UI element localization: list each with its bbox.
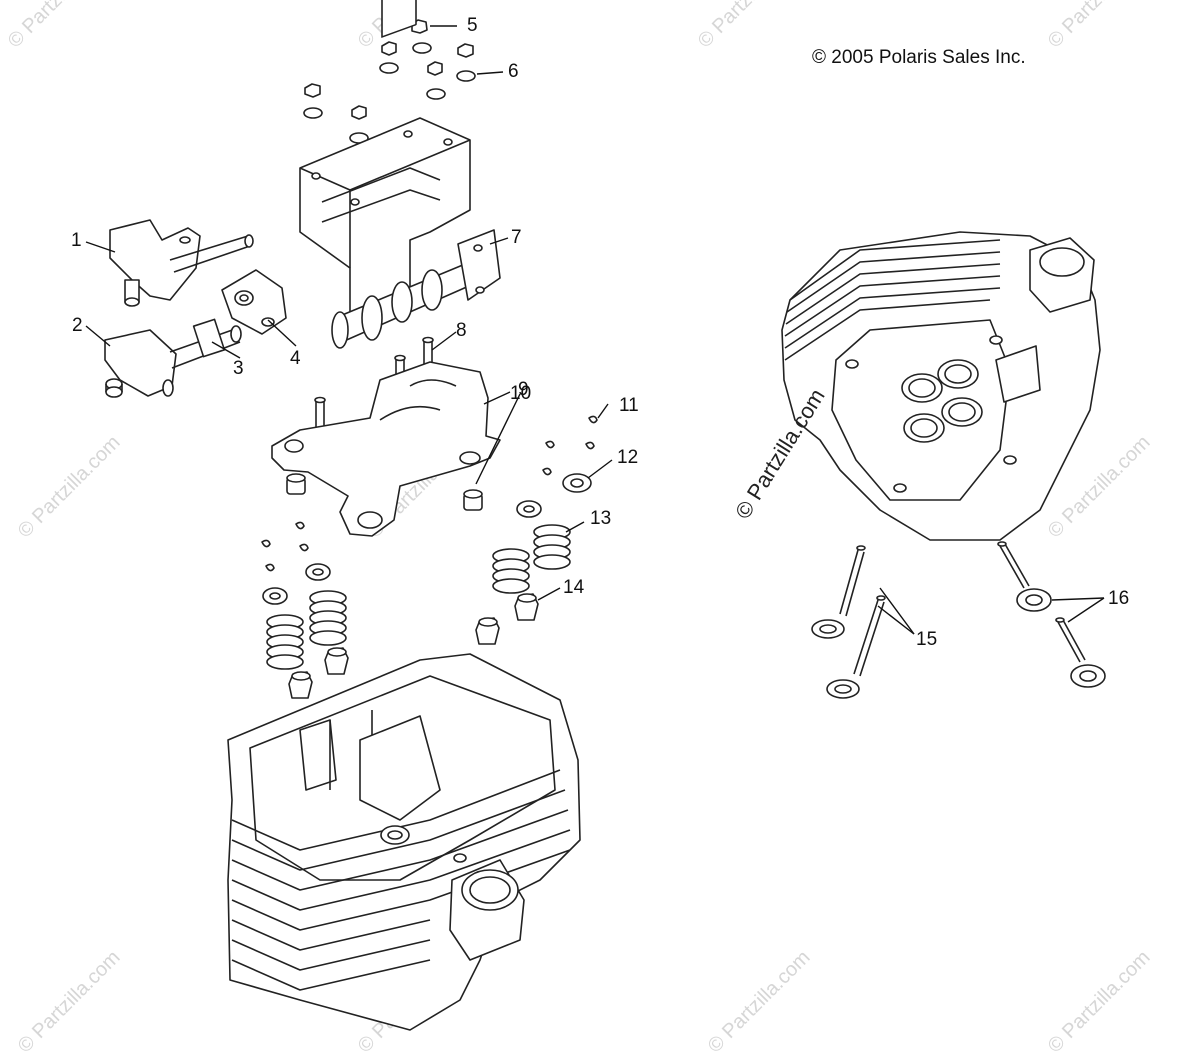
rocker-arm-1 <box>109 219 254 307</box>
callout-1: 1 <box>71 230 82 251</box>
callout-16: 16 <box>1108 588 1130 609</box>
leader-lines <box>85 25 1105 635</box>
callout-10: 10 <box>510 383 532 404</box>
rocker-arm-4 <box>221 269 287 335</box>
valve-tappets <box>286 473 483 511</box>
copyright-notice: © 2005 Polaris Sales Inc. <box>812 47 1026 68</box>
callout-15: 15 <box>916 629 938 650</box>
cylinder-head-left <box>227 653 581 1031</box>
rocker-arm-2 <box>104 318 242 398</box>
callout-9: 9 <box>518 379 529 400</box>
exhaust-valves <box>997 541 1106 688</box>
callout-4: 4 <box>290 348 301 369</box>
intake-valves <box>811 545 886 699</box>
callout-11: 11 <box>619 395 639 416</box>
callout-14: 14 <box>563 577 585 598</box>
callout-8: 8 <box>456 320 467 341</box>
valve-stem-seals <box>288 593 539 699</box>
valve-keepers <box>261 415 598 572</box>
callout-12: 12 <box>617 447 639 468</box>
cylinder-head-right <box>781 231 1101 541</box>
camshaft-holder <box>271 361 501 537</box>
callout-2: 2 <box>72 315 83 336</box>
camshaft <box>331 229 501 349</box>
callout-3: 3 <box>233 358 244 379</box>
callout-13: 13 <box>590 508 612 529</box>
valve-springs <box>266 524 571 670</box>
callout-7: 7 <box>511 227 522 248</box>
rocker-support-bracket <box>299 0 471 331</box>
callout-6: 6 <box>508 61 519 82</box>
callout-5: 5 <box>467 15 478 36</box>
spring-retainers <box>262 473 592 605</box>
nuts-and-washers <box>303 19 476 144</box>
